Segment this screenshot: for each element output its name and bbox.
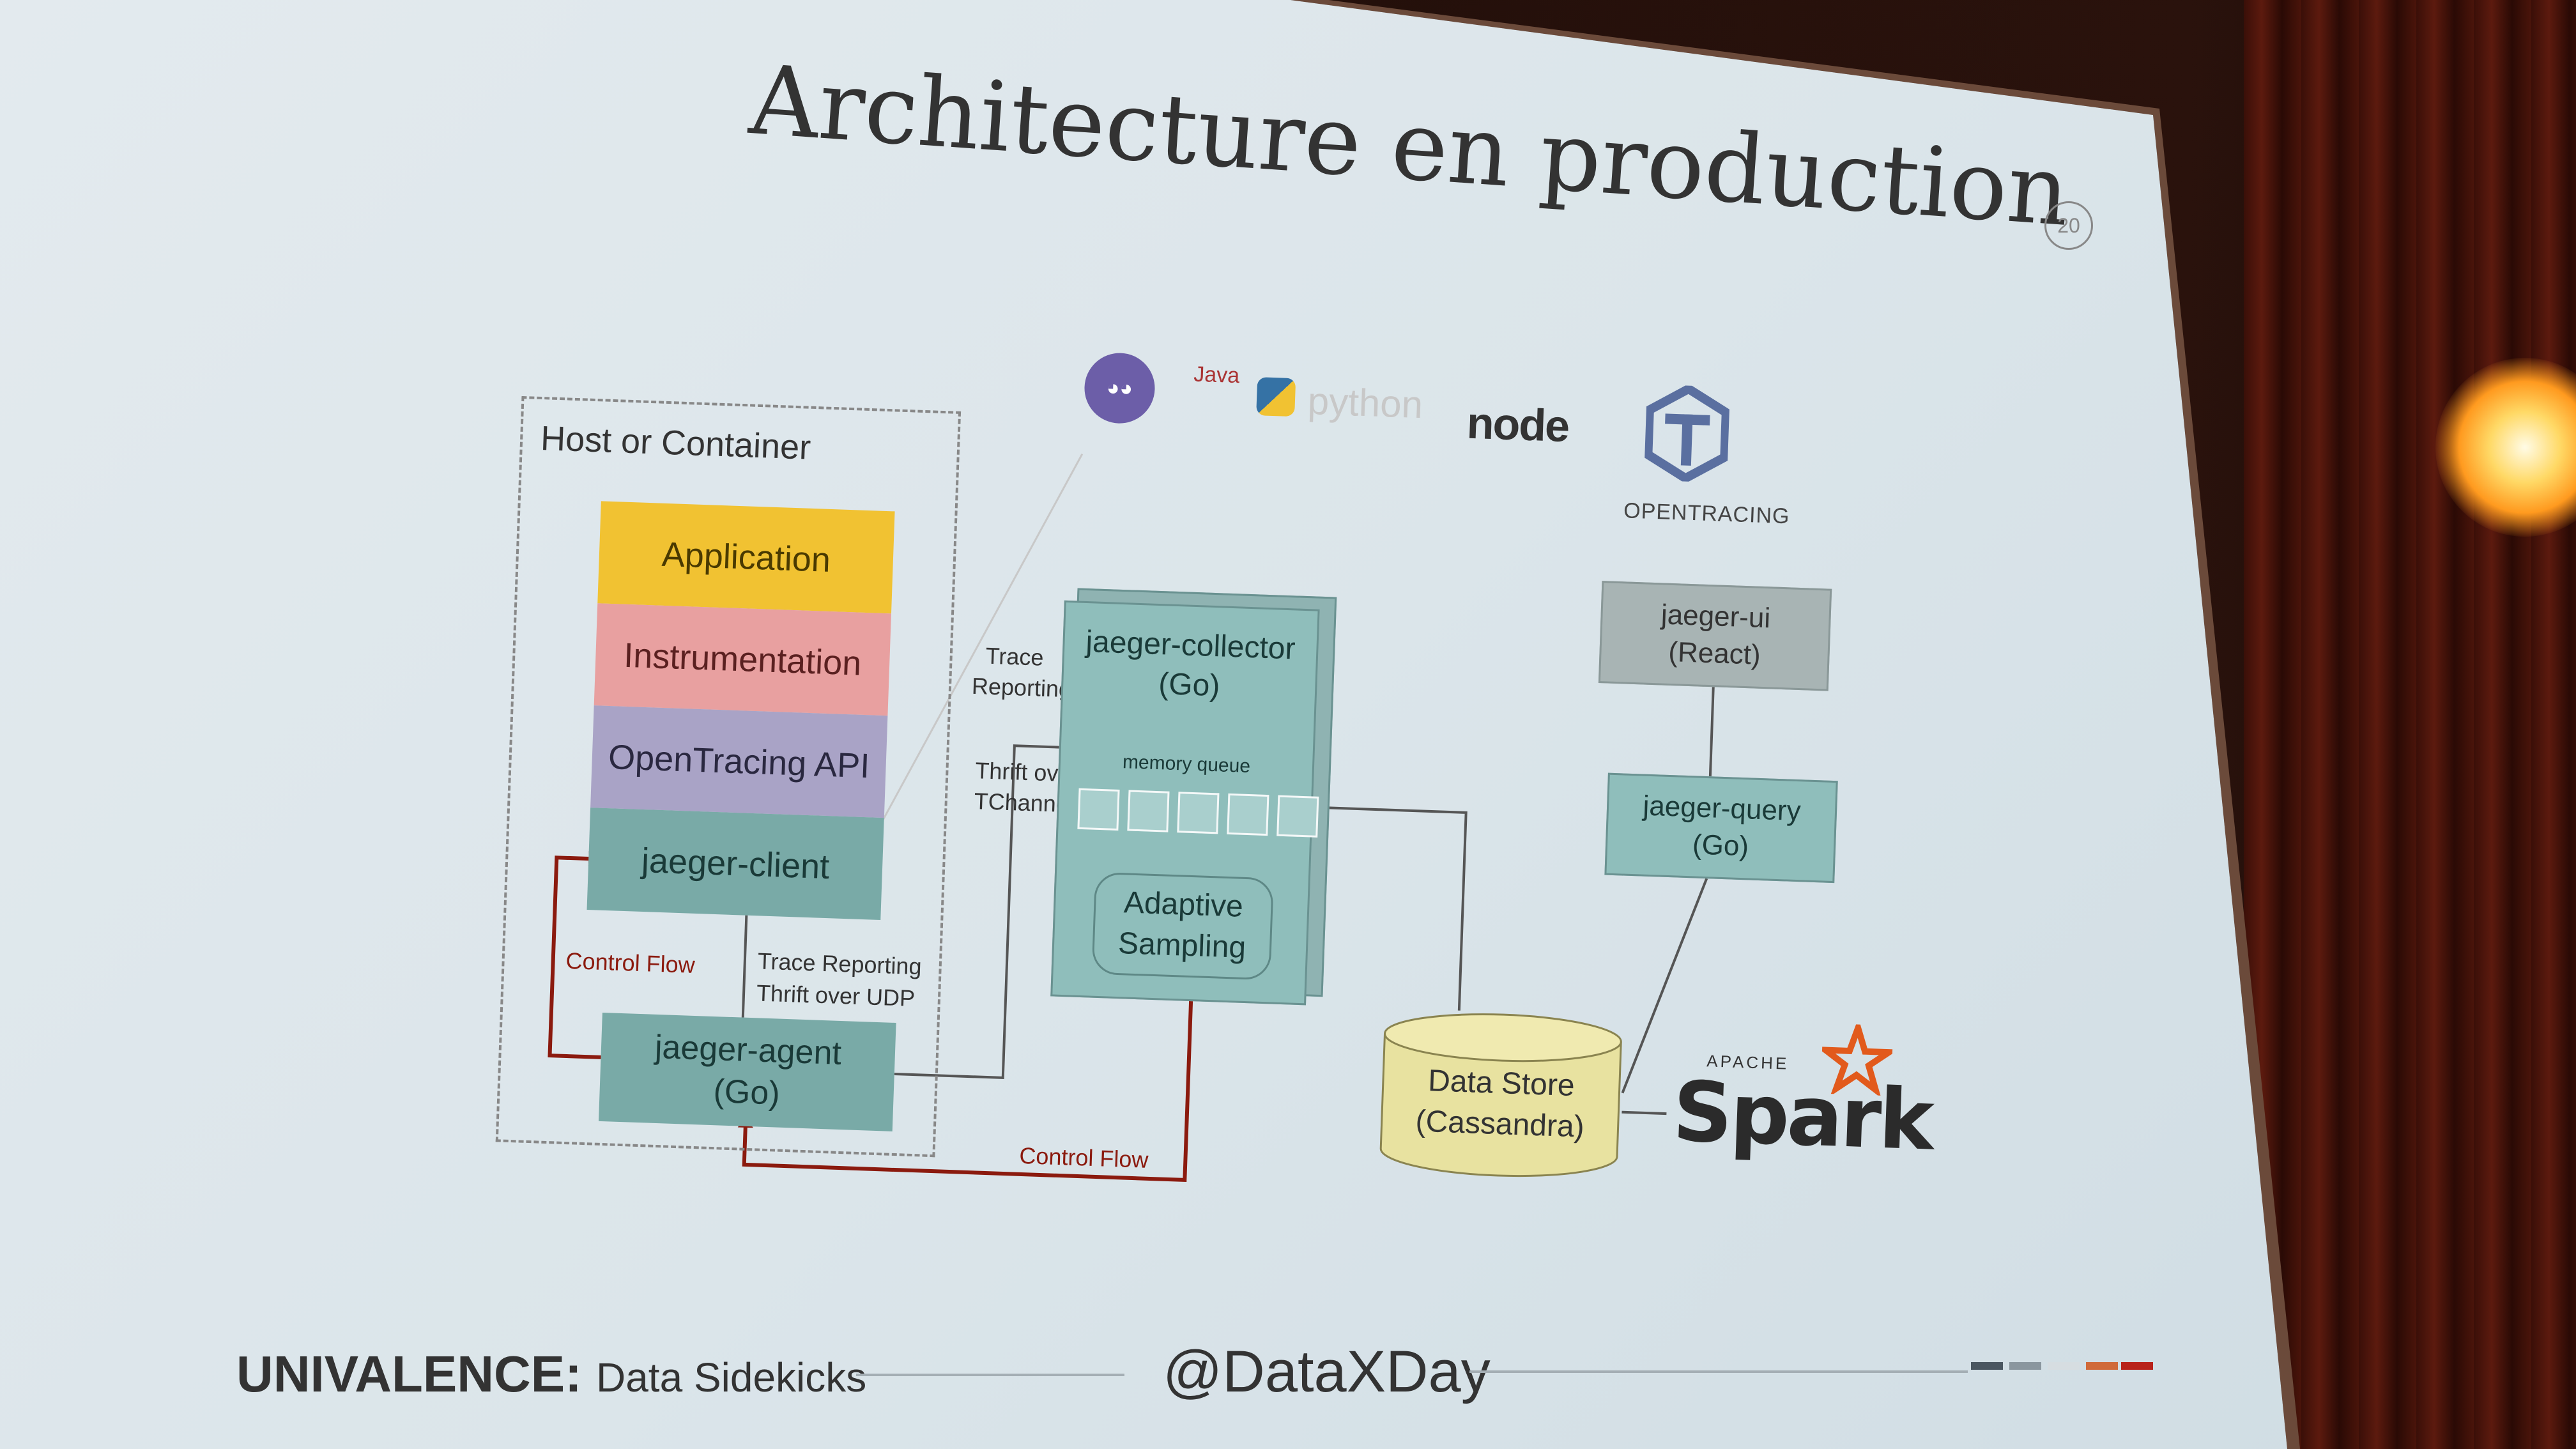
adaptive-sampling-box: Adaptive Sampling bbox=[1091, 871, 1274, 981]
collector-title: jaeger-collector (Go) bbox=[1085, 625, 1296, 703]
page-number: 20 bbox=[2044, 201, 2093, 250]
layer-instrumentation: Instrumentation bbox=[594, 603, 891, 716]
jaeger-query-box: jaeger-query (Go) bbox=[1604, 772, 1838, 884]
layer-jaeger-client: jaeger-client bbox=[586, 808, 884, 921]
architecture-diagram: ◕◕ Java python node OPENTRACING bbox=[493, 332, 1954, 1263]
jaeger-ui-box: jaeger-ui (React) bbox=[1598, 581, 1832, 691]
layer-opentracing-api: OpenTracing API bbox=[590, 705, 888, 818]
control-flow-bottom-label: Control Flow bbox=[1018, 1142, 1149, 1173]
queue-slot bbox=[1177, 792, 1220, 834]
footer-dash-red bbox=[2121, 1362, 2153, 1370]
opentracing-icon bbox=[1643, 384, 1731, 483]
footer-dash-pale bbox=[2048, 1362, 2080, 1370]
queue-slot bbox=[1077, 788, 1120, 831]
queue-slot bbox=[1276, 795, 1319, 838]
diagram-connectors bbox=[548, 453, 1715, 1183]
footer-line-left bbox=[856, 1374, 1124, 1376]
trace-label: Trace bbox=[985, 642, 1045, 671]
footer-dash-orange bbox=[2086, 1362, 2118, 1370]
footer-handle: @DataXDay bbox=[1163, 1339, 1491, 1404]
spark-word: Spark bbox=[1671, 1062, 1933, 1169]
footer-brand: UNIVALENCE: Data Sidekicks bbox=[236, 1345, 866, 1404]
curtain bbox=[2244, 0, 2576, 1449]
trace-reporting-udp-label: Trace Reporting bbox=[757, 947, 923, 980]
footer-dash-grey bbox=[1971, 1362, 2003, 1370]
footer-dash-grey-light bbox=[2009, 1362, 2041, 1370]
memory-queue bbox=[1077, 788, 1319, 838]
reporting-label: Reporting bbox=[971, 672, 1072, 703]
data-store-cylinder: Data Store (Cassandra) bbox=[1377, 1008, 1625, 1183]
language-logos: ◕◕ Java python node OPENTRACING bbox=[1081, 351, 1790, 528]
database-icon bbox=[1379, 1013, 1622, 1177]
jaeger-collector-box: jaeger-collector (Go) memory queue Adapt… bbox=[1050, 600, 1320, 1006]
host-label: Host or Container bbox=[540, 419, 812, 467]
queue-slot bbox=[1127, 790, 1170, 832]
jaeger-agent-box: jaeger-agent (Go) bbox=[598, 1012, 896, 1131]
brand-tagline: Data Sidekicks bbox=[595, 1354, 867, 1400]
queue-slot bbox=[1227, 793, 1269, 836]
stage-light bbox=[2435, 358, 2576, 537]
footer-line-right bbox=[1469, 1370, 1968, 1373]
brand-name: UNIVALENCE: bbox=[236, 1346, 582, 1402]
control-flow-left-label: Control Flow bbox=[565, 947, 696, 978]
layer-application: Application bbox=[597, 501, 895, 614]
memory-queue-label: memory queue bbox=[1122, 751, 1251, 778]
spark-star-icon bbox=[1820, 1023, 1894, 1096]
datastore-label: Data Store (Cassandra) bbox=[1414, 1064, 1585, 1144]
thrift-udp-label: Thrift over UDP bbox=[756, 979, 916, 1011]
